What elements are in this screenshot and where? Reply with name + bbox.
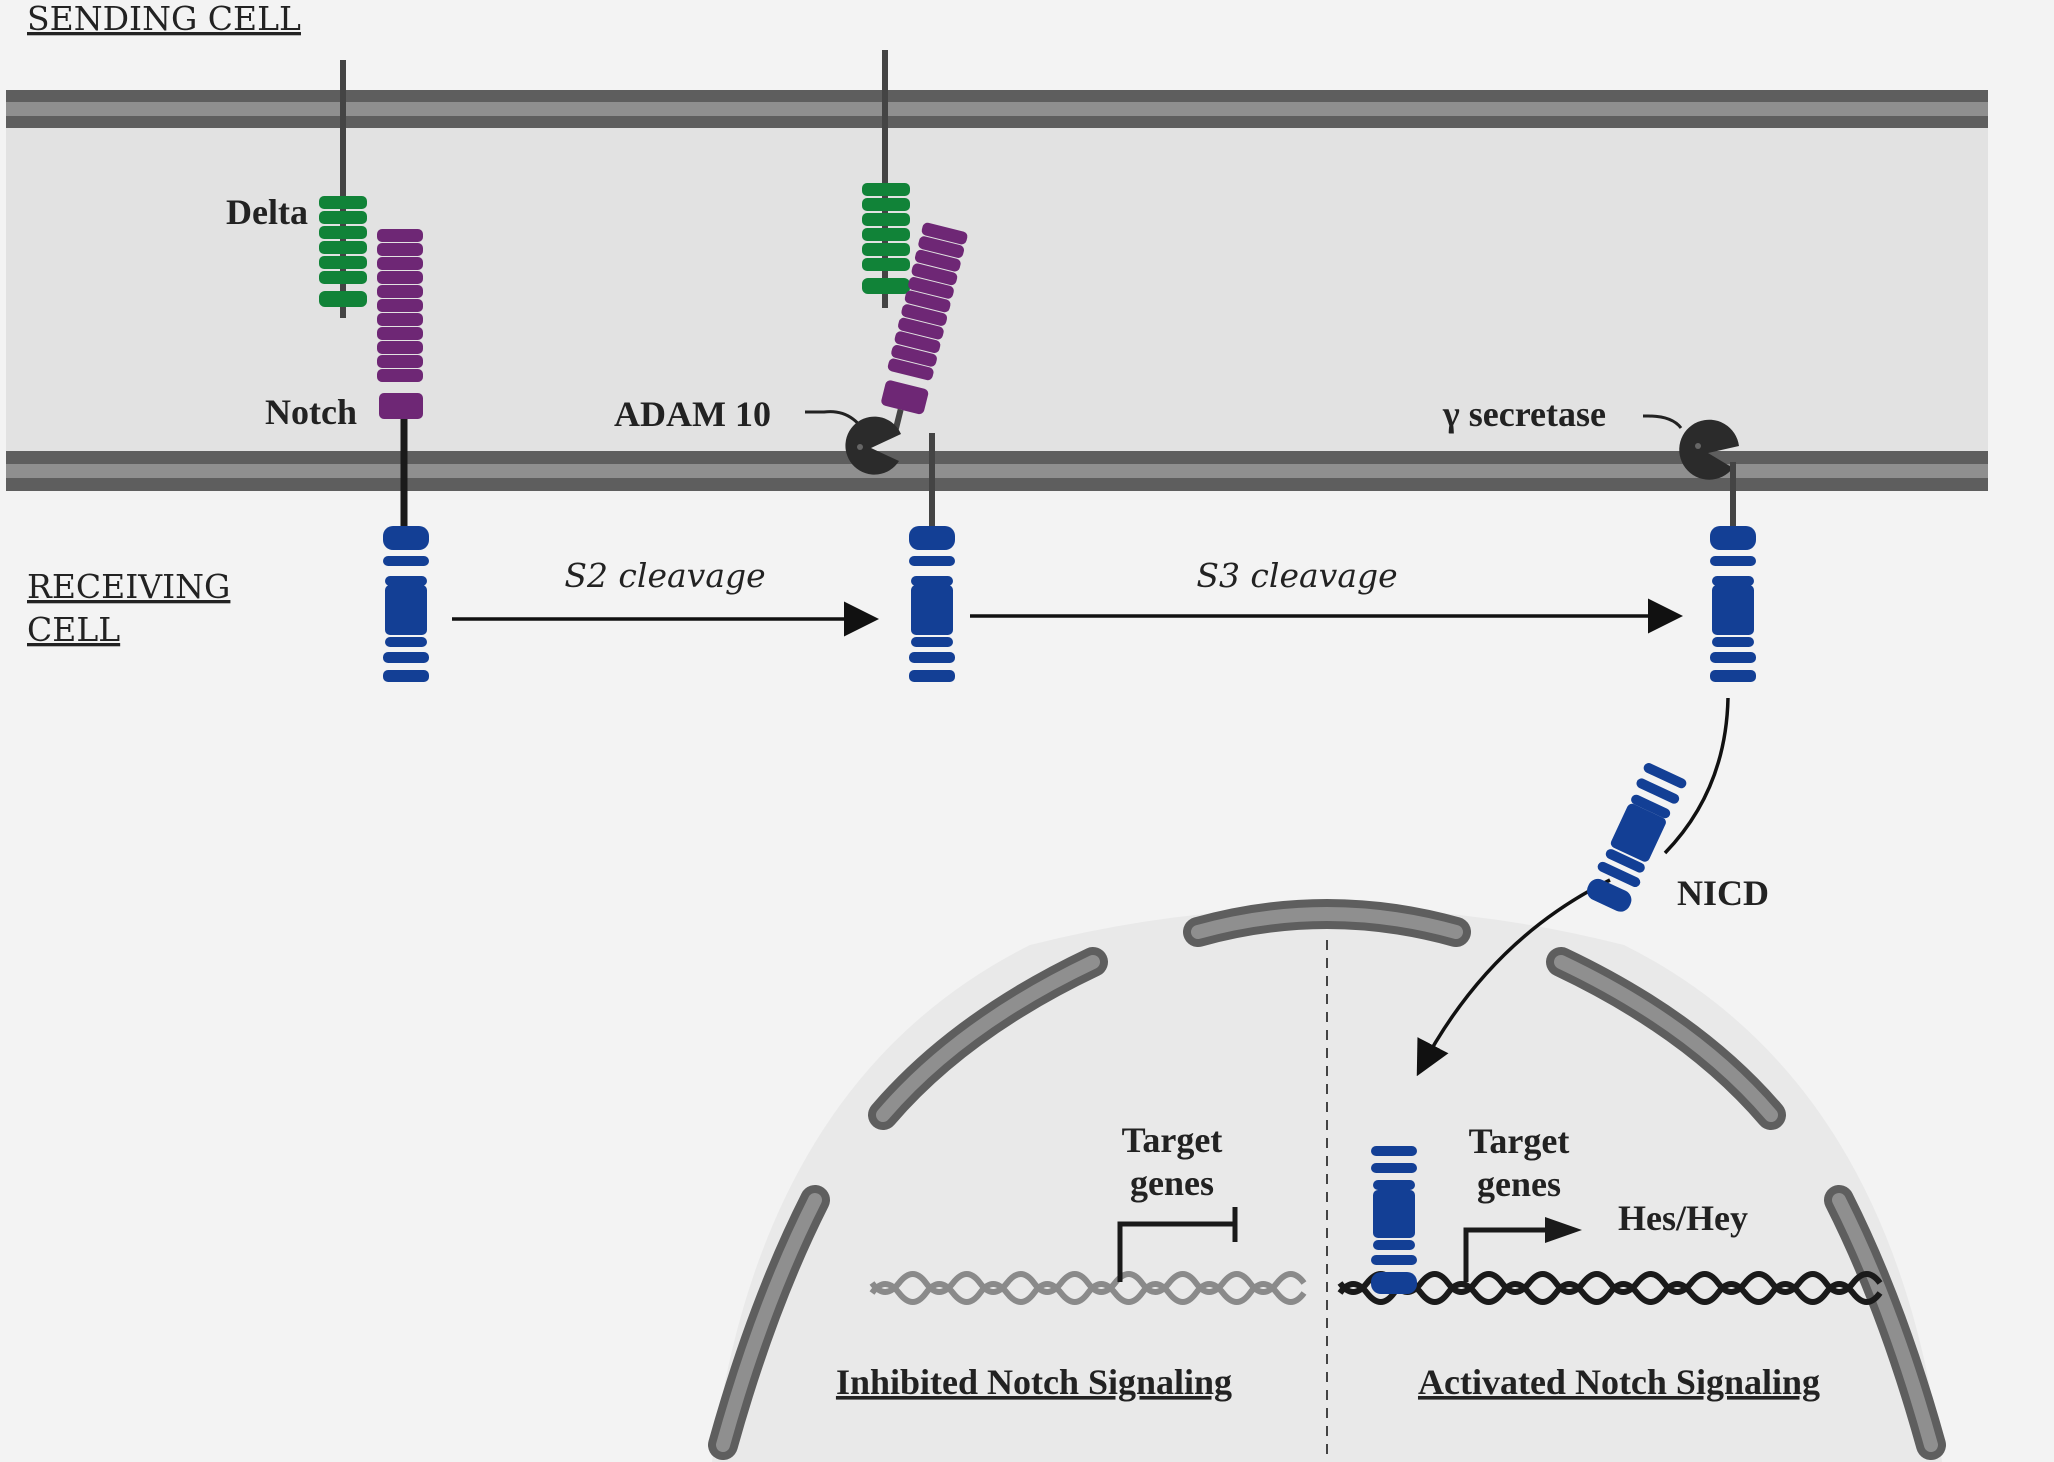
activated-signaling-label: Activated Notch Signaling — [1418, 1362, 1820, 1402]
notch-label: Notch — [265, 392, 357, 432]
inhibited-target-genes-line2: genes — [1130, 1163, 1214, 1203]
dna-active — [1337, 1271, 1883, 1305]
gamma-secretase-enzyme — [1643, 414, 1739, 480]
adam10-label: ADAM 10 — [614, 394, 771, 434]
delta-label: Delta — [226, 192, 308, 232]
sending-cell-label: SENDING CELL — [27, 0, 301, 38]
receiving-cell-label-line1: RECEIVING — [27, 567, 230, 606]
s3-cleavage-label: S3 cleavage — [1196, 556, 1397, 595]
delta-ligand-2 — [862, 50, 910, 308]
activated-target-genes-line1: Target — [1469, 1121, 1570, 1161]
activated-promoter-arrow — [1463, 1217, 1582, 1282]
nicd-domain — [1587, 763, 1687, 912]
notch-receptor-3 — [1710, 462, 1756, 682]
nicd-label: NICD — [1677, 873, 1769, 913]
adam10-enzyme — [805, 410, 901, 475]
receiving-cell-label-line2: CELL — [27, 610, 120, 649]
hes-hey-label: Hes/Hey — [1618, 1198, 1748, 1238]
nicd-bound-to-dna — [1371, 1146, 1417, 1294]
dna-inactive — [869, 1271, 1307, 1305]
nucleus — [708, 899, 1946, 1462]
delta-ligand-1 — [319, 60, 367, 318]
gamma-secretase-label: γ secretase — [1442, 394, 1606, 434]
receiving-cell-membrane — [6, 451, 1988, 491]
notch-extracellular-fragment — [881, 222, 968, 435]
nuclear-envelope — [708, 899, 1946, 1460]
inhibited-target-genes-line1: Target — [1122, 1120, 1223, 1160]
s2-cleavage-label: S2 cleavage — [564, 556, 765, 595]
notch-receptor-2 — [909, 433, 955, 682]
inhibited-promoter-marker — [1117, 1207, 1238, 1282]
inhibited-signaling-label: Inhibited Notch Signaling — [836, 1362, 1232, 1402]
activated-target-genes-line2: genes — [1477, 1164, 1561, 1204]
sending-cell-membrane — [6, 90, 1988, 128]
notch-receptor-1 — [377, 229, 429, 682]
nicd-path — [1416, 697, 1730, 1077]
